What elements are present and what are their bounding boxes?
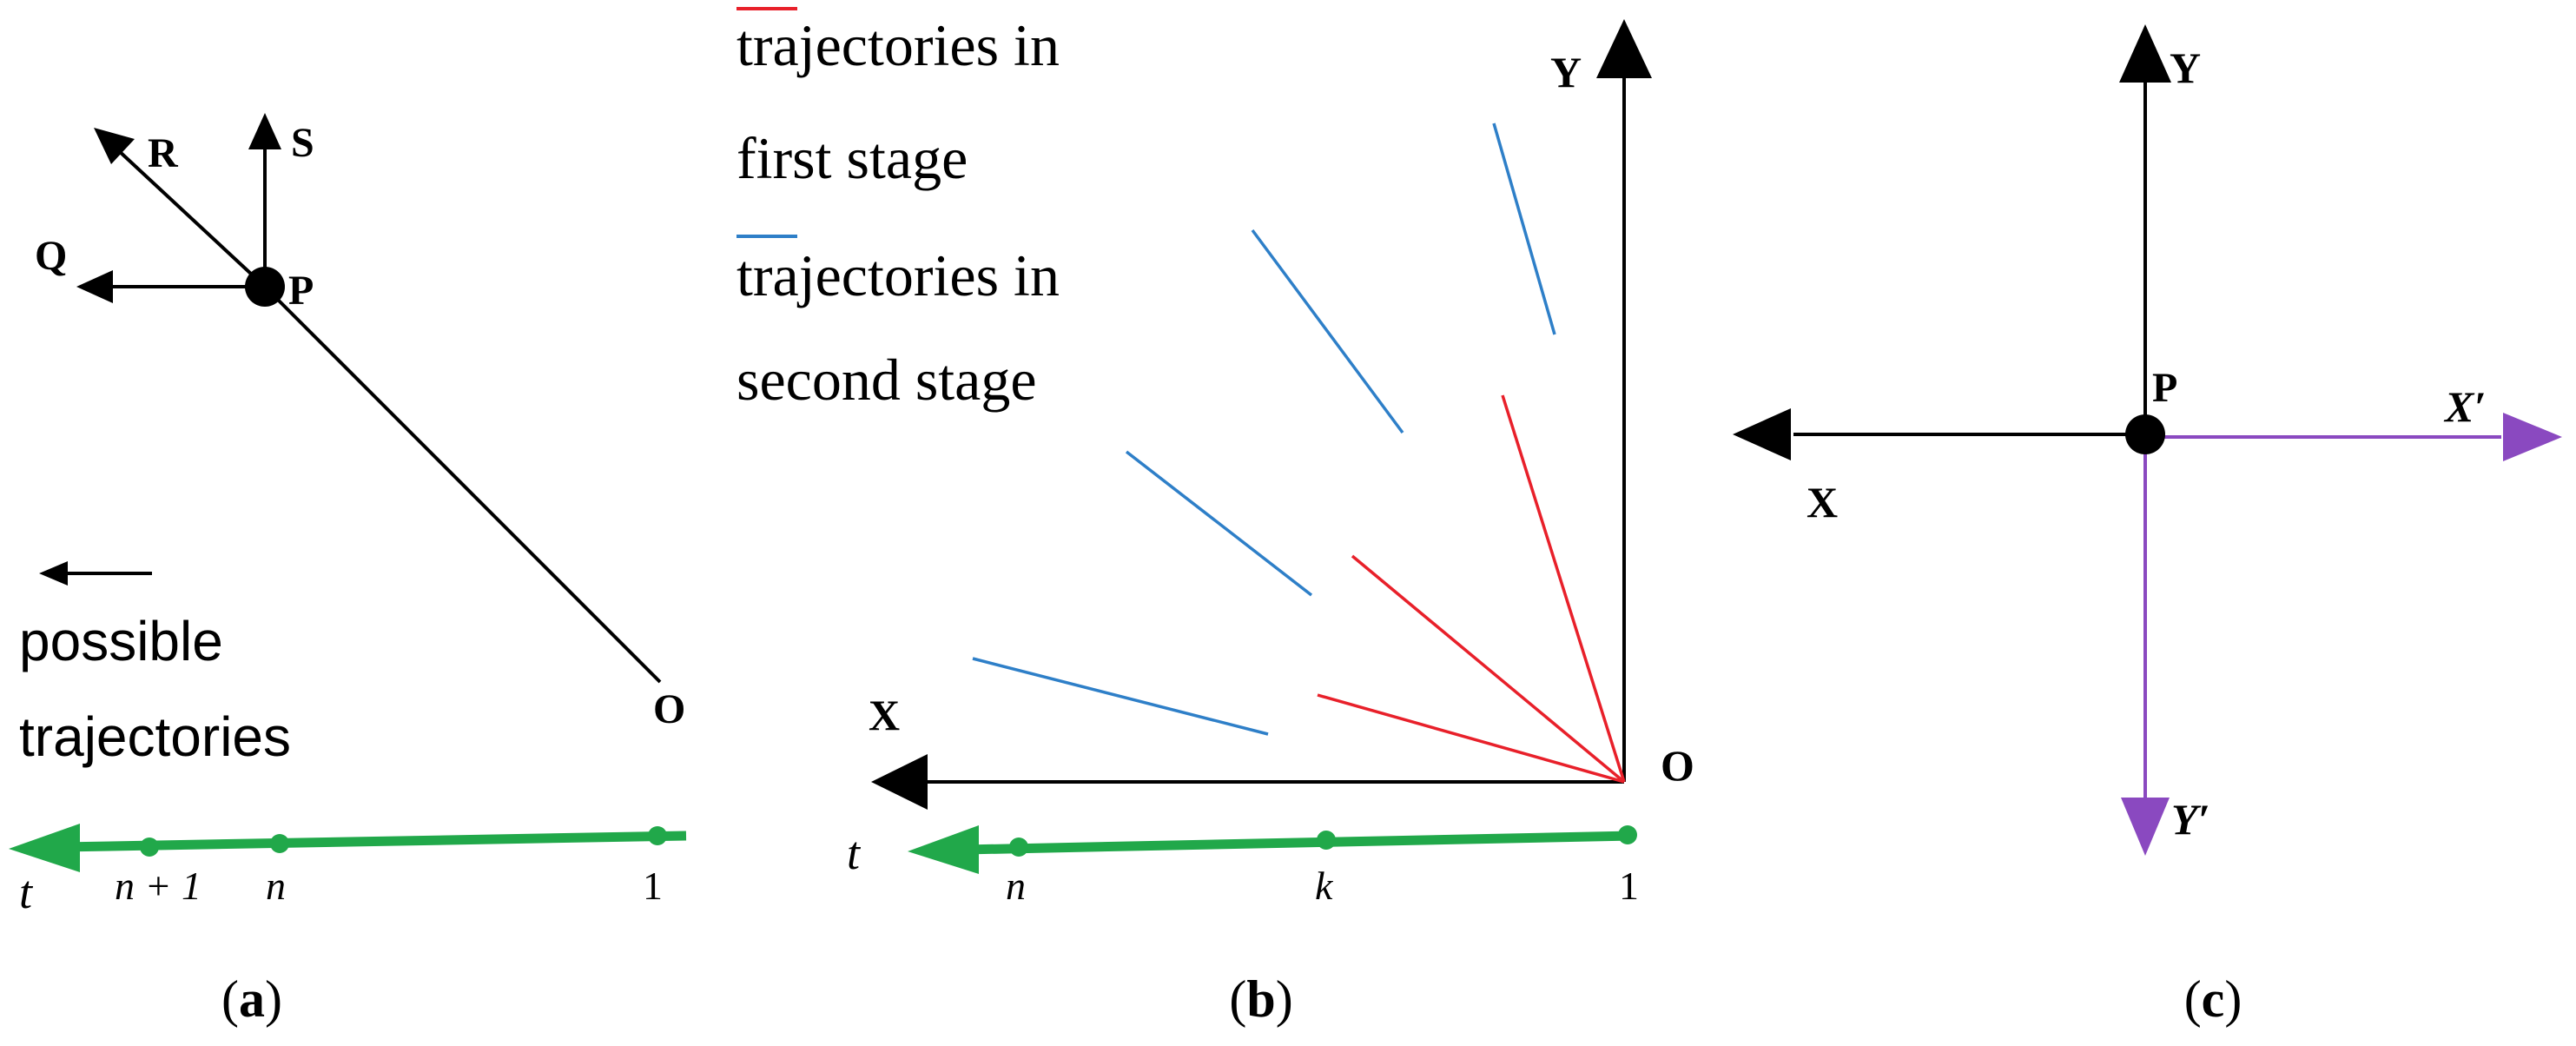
timeline-a-tick-n	[270, 834, 289, 853]
timeline-b-tick-label-n: n	[1006, 864, 1026, 908]
legend-arrow-head	[39, 561, 68, 586]
axis-y-head	[1596, 19, 1652, 78]
axis-x-head	[871, 754, 928, 810]
label-p-c: P	[2152, 365, 2177, 411]
point-p	[245, 267, 285, 307]
label-r: R	[148, 130, 179, 176]
label-q: Q	[35, 233, 67, 279]
arrow-q-head	[76, 270, 113, 303]
label-s: S	[291, 120, 314, 166]
timeline-b-tick-label-1: 1	[1619, 864, 1639, 908]
legend-second-stage-line-1: trajectories in	[736, 242, 1060, 308]
timeline-a-tick-label-n: n	[266, 864, 286, 908]
label-y-c: Y	[2170, 43, 2201, 92]
arrow-r-shaft	[116, 148, 267, 288]
caption-c: (c)	[2184, 970, 2242, 1028]
timeline-a-tick-n-plus-1	[140, 837, 159, 857]
label-x-prime: X′	[2443, 382, 2486, 431]
axis-x-prime-head	[2503, 413, 2562, 461]
timeline-b-arrowhead	[908, 825, 979, 874]
timeline-b-tick-label-k: k	[1315, 864, 1334, 908]
legend-first-stage-line-2: first stage	[736, 125, 968, 191]
timeline-b-tick-k	[1317, 831, 1336, 850]
label-o: O	[653, 686, 685, 732]
timeline-b-line	[963, 831, 1634, 855]
arrow-r-head	[94, 128, 135, 164]
second-stage-trajectory-3	[1125, 450, 1313, 597]
legend-first-stage-line-1: trajectories in	[736, 12, 1060, 78]
second-stage-trajectory-2	[1251, 228, 1404, 434]
panel-c: Y X X′ Y′ P (c)	[1733, 24, 2562, 1028]
timeline-b-label-t: t	[847, 827, 862, 879]
axis-x-c-head	[1733, 408, 1791, 460]
first-stage-trajectory-2	[1351, 554, 1626, 784]
arrow-s-head	[248, 113, 281, 149]
axis-y-prime-head	[2121, 798, 2170, 856]
label-y-prime: Y′	[2171, 795, 2210, 844]
timeline-b-tick-1	[1618, 825, 1637, 844]
first-stage-trajectory-3	[1317, 693, 1625, 784]
label-y: Y	[1550, 48, 1582, 96]
label-o-b: O	[1661, 741, 1694, 790]
legend-second-stage-line-2: second stage	[736, 347, 1037, 413]
label-p: P	[288, 268, 314, 314]
line-o-to-p	[263, 285, 662, 684]
axis-y-c-head	[2119, 24, 2171, 83]
legend-line-2: trajectories	[19, 705, 291, 768]
caption-a: (a)	[221, 970, 282, 1028]
label-x-c: X	[1807, 478, 1838, 526]
second-stage-trajectory-4	[972, 657, 1269, 736]
timeline-a-tick-label-1: 1	[643, 864, 663, 908]
timeline-b-tick-n	[1009, 837, 1028, 857]
point-p-c	[2125, 414, 2165, 454]
timeline-a-line	[60, 831, 687, 852]
label-x: X	[869, 691, 900, 739]
first-stage-trajectory-1	[1501, 394, 1626, 783]
timeline-a-arrowhead	[9, 824, 80, 872]
legend-line-1: possible	[19, 610, 223, 672]
timeline-a-tick-label-n-plus-1: n + 1	[115, 864, 201, 908]
timeline-a-label-t: t	[19, 866, 34, 918]
caption-b: (b)	[1229, 970, 1292, 1028]
timeline-a-tick-1	[648, 826, 667, 845]
panel-a: R S Q P O possible trajectories t n + 1 …	[9, 113, 687, 1028]
panel-b: Y X O trajectories in first stage trajec…	[736, 7, 1694, 1028]
second-stage-trajectory-1	[1492, 122, 1556, 335]
